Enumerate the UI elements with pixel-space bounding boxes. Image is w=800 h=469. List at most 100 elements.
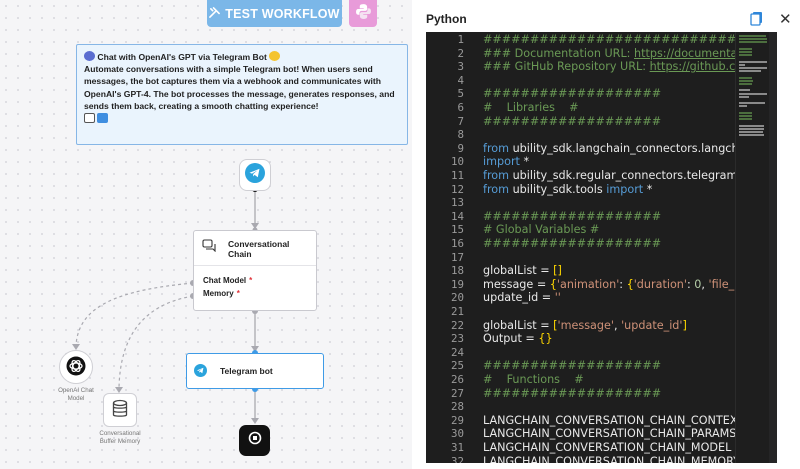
line-number: 23: [450, 332, 464, 346]
code-token: # Global Variables #: [483, 223, 600, 237]
memory-input[interactable]: Memory*: [194, 287, 316, 300]
line-number: 14: [450, 209, 464, 223]
database-icon: [112, 399, 128, 422]
workflow-canvas[interactable]: TEST WORKFLOW Chat with OpenAI's GPT via…: [0, 0, 412, 469]
line-number: 7: [457, 114, 464, 128]
end-node[interactable]: [239, 425, 270, 456]
minimap-line: [739, 131, 763, 133]
line-number: 21: [450, 305, 464, 318]
line-number: 8: [457, 128, 464, 142]
close-icon[interactable]: ✕: [779, 11, 792, 28]
chat-model-label: Chat Model: [203, 276, 247, 285]
minimap-line: [739, 89, 750, 92]
code-token: ### Documentation URL:: [483, 46, 634, 60]
code-token: import: [483, 155, 524, 169]
code-token: LANGCHAIN_CONVERSATION_CHAIN_MODEL: [483, 441, 732, 454]
telegram-trigger-node[interactable]: [239, 159, 271, 191]
line-number: 17: [450, 250, 464, 264]
chain-header: Conversational Chain: [194, 231, 316, 266]
robot-emoji-icon: [84, 51, 95, 61]
code-line: ###################: [483, 210, 661, 223]
code-minimap[interactable]: [735, 32, 769, 463]
code-line: ###################: [483, 387, 661, 400]
code-line: LANGCHAIN_CONVERSATION_CHAIN_PARAMS: [483, 427, 735, 440]
minimap-line: [739, 35, 766, 37]
line-number: 5: [457, 87, 464, 101]
code-token: ###################: [483, 209, 662, 223]
tools-icon: [209, 6, 221, 21]
code-token: from: [483, 141, 513, 155]
line-number: 10: [450, 155, 464, 169]
buffer-memory-node[interactable]: Conversational Buffer Memory: [95, 393, 145, 445]
code-line: ######################################: [483, 33, 735, 46]
line-number: 2: [457, 46, 464, 60]
conversational-chain-node[interactable]: Conversational Chain Chat Model* Memory*: [193, 230, 317, 311]
code-line: from ubility_sdk.tools import *: [483, 183, 652, 196]
code-line: from ubility_sdk.regular_connectors.tele…: [483, 169, 735, 182]
code-token: update_id =: [483, 291, 555, 305]
line-number: 3: [457, 60, 464, 74]
chain-title: Conversational Chain: [228, 239, 290, 259]
line-number: 31: [450, 441, 464, 454]
line-number: 4: [457, 73, 464, 87]
code-token: 'duration': [633, 277, 687, 291]
test-workflow-button[interactable]: TEST WORKFLOW: [207, 0, 342, 27]
telegram-bot-node[interactable]: Telegram bot: [186, 353, 324, 389]
code-token: https://github.com/ubility: [649, 60, 735, 74]
line-number: 6: [457, 101, 464, 114]
python-button[interactable]: [349, 0, 377, 27]
minimap-line: [739, 38, 767, 41]
memory-node-label: Conversational Buffer Memory: [99, 430, 141, 445]
sticky-note[interactable]: Chat with OpenAI's GPT via Telegram Bot …: [76, 44, 408, 145]
code-token: # Libraries #: [483, 101, 579, 114]
minimap-line: [739, 76, 753, 79]
minimap-line: [739, 127, 764, 130]
code-line: # Libraries #: [483, 101, 579, 114]
code-token: :: [686, 277, 695, 291]
code-token: from: [483, 182, 513, 196]
openai-chat-model-node[interactable]: OpenAI Chat Model: [55, 350, 97, 402]
code-token: from: [483, 169, 513, 182]
line-number: 20: [450, 291, 464, 305]
line-number: 16: [450, 237, 464, 250]
code-token: ubility_sdk.tools: [512, 182, 607, 196]
code-token: https://documentation.ubility.io: [634, 46, 735, 60]
code-token: globalList =: [483, 264, 554, 278]
minimap-line: [739, 70, 761, 73]
code-token: ###################: [483, 386, 662, 400]
code-line: update_id = '': [483, 291, 561, 304]
minimap-line: [739, 111, 753, 114]
chat-model-input[interactable]: Chat Model*: [194, 274, 316, 287]
telegram-icon: [245, 162, 265, 188]
code-token: {: [549, 277, 557, 291]
line-number: 29: [450, 413, 464, 427]
code-token: message =: [483, 277, 550, 291]
test-workflow-label: TEST WORKFLOW: [225, 6, 340, 21]
telegram-bot-label: Telegram bot: [220, 366, 273, 376]
memory-label: Memory: [203, 289, 234, 298]
code-token: # Functions #: [483, 373, 584, 386]
code-token: Output =: [483, 332, 539, 346]
line-number: 27: [450, 386, 464, 400]
line-number: 28: [450, 400, 464, 414]
copy-icon[interactable]: [750, 11, 763, 31]
note-title: Chat with OpenAI's GPT via Telegram Bot: [97, 52, 267, 62]
line-number: 12: [450, 182, 464, 196]
vertical-scrollbar[interactable]: [769, 32, 777, 463]
code-token: 'file_id': [708, 277, 735, 291]
line-number: 22: [450, 318, 464, 332]
minimap-line: [739, 118, 753, 121]
code-line: LANGCHAIN_CONVERSATION_CHAIN_CONTEXT: [483, 414, 735, 427]
repeat-emoji-icon: [97, 113, 109, 124]
code-token: 0: [694, 277, 702, 291]
code-line: ### GitHub Repository URL: https://githu…: [483, 60, 735, 73]
minimap-line: [739, 51, 753, 53]
minimap-line: [739, 115, 753, 117]
code-content[interactable]: ########################################…: [483, 32, 735, 463]
required-mark: *: [236, 289, 240, 298]
python-icon: [355, 3, 372, 25]
code-token: LANGCHAIN_CONVERSATION_CHAIN_MEMORY: [483, 454, 735, 463]
code-token: {}: [538, 332, 553, 346]
code-token: {: [626, 277, 634, 291]
